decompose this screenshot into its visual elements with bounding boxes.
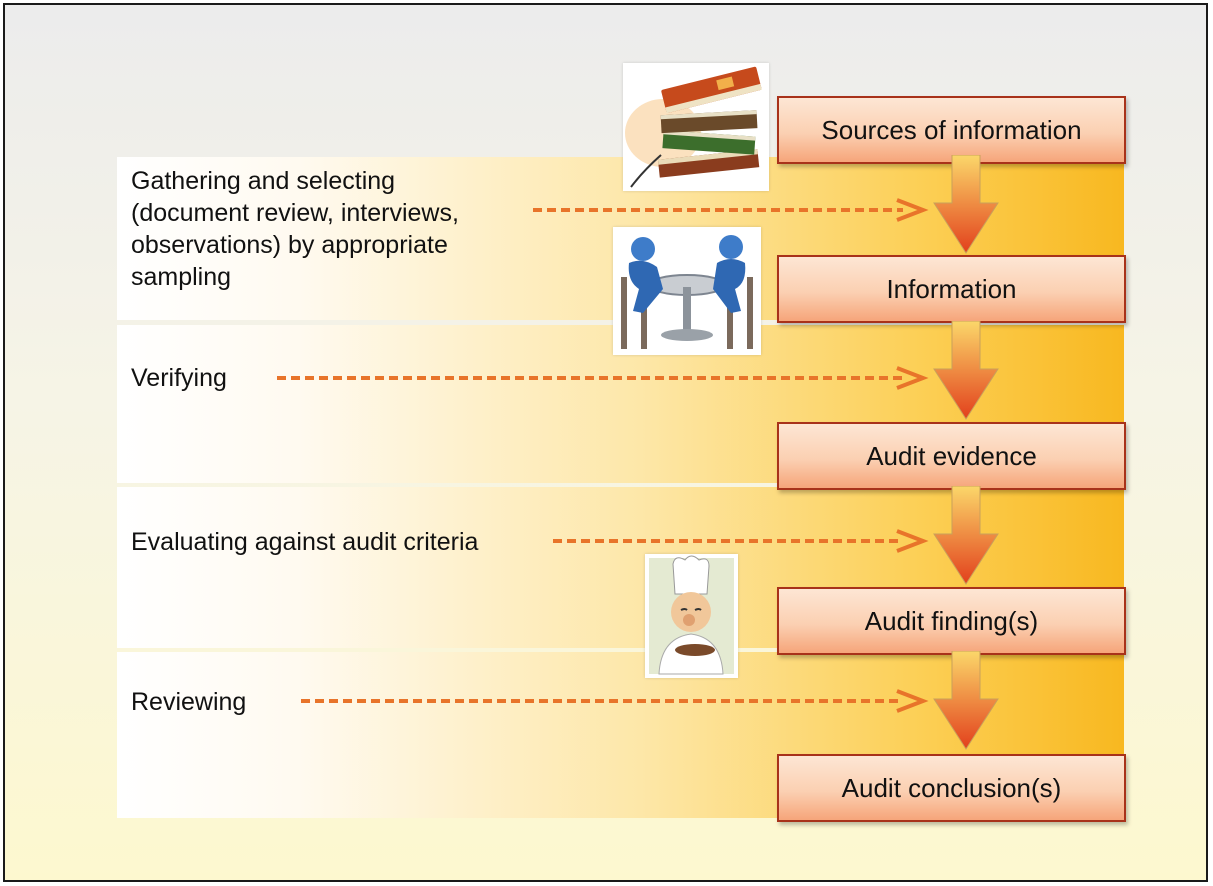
- step-line: Verifying: [131, 364, 227, 392]
- step-verifying-label: Verifying: [131, 362, 227, 394]
- stage-audit-evidence: Audit evidence: [777, 422, 1126, 490]
- stage-sources-of-information: Sources of information: [777, 96, 1126, 164]
- stage-label: Audit conclusion(s): [841, 772, 1062, 803]
- dashed-arrow-icon: [277, 366, 929, 390]
- step-line: Evaluating against audit criteria: [131, 528, 479, 556]
- step-gathering-label: Gathering and selecting (document review…: [131, 165, 459, 293]
- stage-label: Sources of information: [821, 114, 1082, 145]
- step-line: sampling: [131, 263, 232, 291]
- step-line: Reviewing: [131, 688, 247, 716]
- chef-picture: [645, 554, 738, 678]
- stage-audit-findings: Audit finding(s): [777, 587, 1126, 655]
- down-arrow-icon: [933, 651, 999, 750]
- down-arrow-icon: [933, 155, 999, 254]
- step-line: Gathering and selecting: [131, 167, 396, 195]
- step-line: (document review, interviews,: [131, 199, 459, 227]
- stage-label: Information: [886, 273, 1017, 304]
- dashed-arrow-icon: [553, 529, 929, 553]
- stage-label: Audit evidence: [866, 440, 1037, 471]
- step-line: observations) by appropriate: [131, 231, 448, 259]
- stage-information: Information: [777, 255, 1126, 323]
- meeting-icon: [621, 235, 753, 349]
- step-evaluating-label: Evaluating against audit criteria: [131, 526, 478, 558]
- step-reviewing-label: Reviewing: [131, 686, 246, 718]
- down-arrow-icon: [933, 486, 999, 585]
- down-arrow-icon: [933, 321, 999, 420]
- stage-audit-conclusions: Audit conclusion(s): [777, 754, 1126, 822]
- stage-label: Audit finding(s): [864, 605, 1039, 636]
- meeting-picture: [613, 227, 761, 355]
- slide: Sources of information Information Audit…: [3, 3, 1208, 882]
- dashed-arrow-icon: [533, 198, 929, 222]
- books-picture: [623, 63, 769, 191]
- books-icon: [625, 66, 762, 188]
- dashed-arrow-icon: [301, 689, 929, 713]
- chef-tasting-icon: [649, 555, 734, 675]
